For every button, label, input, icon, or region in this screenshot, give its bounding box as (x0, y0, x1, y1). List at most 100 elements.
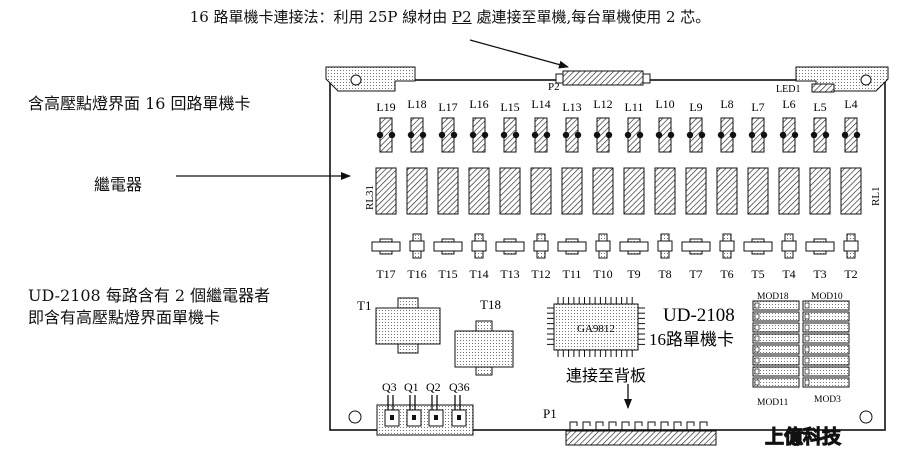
relay-row (375, 167, 862, 215)
triac-label-t16: T16 (407, 267, 426, 281)
triac-label-t3: T3 (813, 267, 826, 281)
triac-label-t11: T11 (563, 267, 582, 281)
note-text-after: 處連接至單機,每台單機使用 2 芯。 (471, 8, 711, 26)
mod-module (752, 311, 800, 322)
relay-part (499, 167, 521, 215)
mod-module (802, 366, 850, 377)
triac-label-t10: T10 (593, 267, 612, 281)
chip-label: GA9812 (577, 323, 615, 335)
triac-label-t2: T2 (844, 267, 857, 281)
triac-part (743, 241, 773, 252)
triac-label-t7: T7 (689, 267, 702, 281)
model-label: UD-2108 (663, 305, 735, 326)
triac-label-t4: T4 (782, 267, 795, 281)
relay-part (716, 167, 738, 215)
relay-part (623, 167, 645, 215)
mod-module (802, 311, 850, 322)
lamp-label-l19: L19 (376, 100, 395, 114)
triac-label-t17: T17 (376, 267, 395, 281)
bracket-top-left (325, 66, 416, 92)
mod-module (802, 322, 850, 333)
mod-module (752, 344, 800, 355)
led1-label: LED1 (776, 84, 800, 95)
relay-part (778, 167, 800, 215)
q1-label: Q1 (404, 380, 419, 394)
mod11-label: MOD11 (757, 398, 789, 408)
q2-label: Q2 (426, 380, 441, 394)
mod-module (802, 377, 850, 388)
lamp-label-l17: L17 (438, 100, 457, 114)
lamp-label-l18: L18 (407, 97, 426, 111)
note-text-before: 16 路單機卡連接法：利用 25P 線材由 (189, 8, 453, 26)
lamp-label-l12: L12 (593, 97, 612, 111)
relay-part (406, 167, 428, 215)
p1-connector (565, 430, 717, 446)
lamp-label-l16: L16 (469, 97, 488, 111)
triac-label-t13: T13 (500, 267, 519, 281)
mod18-label: MOD18 (757, 292, 789, 302)
mod-module (802, 344, 850, 355)
relay-part (840, 167, 862, 215)
triac-part (433, 241, 463, 252)
t18-transformer (454, 330, 514, 368)
lamp-label-l5: L5 (813, 100, 826, 114)
relay-part (561, 167, 583, 215)
q3-label: Q3 (382, 380, 397, 394)
mod-module (802, 300, 850, 311)
ga9812-chip (553, 303, 639, 351)
rl1-label: RL1 (870, 186, 882, 206)
lamp-label-l4: L4 (844, 97, 857, 111)
relay-part (809, 167, 831, 215)
description-line-2: 即含有高壓點燈界面單機卡 (28, 308, 221, 327)
p1-label: P1 (543, 406, 557, 421)
mod-module (752, 322, 800, 333)
triac-part (557, 241, 587, 252)
model-sub-label: 16路單機卡 (649, 330, 734, 349)
relay-part (437, 167, 459, 215)
mod-module (752, 366, 800, 377)
relay-part (685, 167, 707, 215)
mod-module (802, 333, 850, 344)
triac-part (371, 241, 401, 252)
mod-module-block (752, 300, 850, 388)
mod-module (752, 377, 800, 388)
triac-label-t5: T5 (751, 267, 764, 281)
relay-part (530, 167, 552, 215)
lamp-label-l15: L15 (500, 100, 519, 114)
lamp-label-l7: L7 (751, 100, 764, 114)
relay-part (747, 167, 769, 215)
lamp-label-l6: L6 (782, 97, 795, 111)
mount-hole (859, 410, 873, 424)
mount-hole (860, 74, 872, 86)
lamp-label-l14: L14 (531, 97, 550, 111)
description-line-1: UD-2108 每路含有 2 個繼電器者 (28, 286, 271, 305)
triac-part (495, 241, 525, 252)
card-title-label: 含高壓點燈界面 16 回路單機卡 (28, 94, 251, 113)
lamp-component-row (376, 117, 861, 153)
mod-module (752, 355, 800, 366)
lamp-label-l8: L8 (720, 97, 733, 111)
relay-part (592, 167, 614, 215)
triac-label-t8: T8 (658, 267, 671, 281)
t1-transformer (375, 307, 441, 345)
mod-module (752, 300, 800, 311)
backplane-label: 連接至背板 (566, 367, 646, 385)
relay-label: 繼電器 (94, 175, 143, 194)
mod-module (752, 333, 800, 344)
note-p2-highlight: P2 (452, 8, 472, 26)
lamp-label-l13: L13 (562, 100, 581, 114)
t18-label: T18 (480, 297, 501, 312)
relay-part (375, 167, 397, 215)
mod3-label: MOD3 (814, 395, 841, 405)
triac-label-t6: T6 (720, 267, 733, 281)
triac-part (681, 241, 711, 252)
lamp-label-l10: L10 (655, 97, 674, 111)
brand-logo: 上億科技 (765, 425, 842, 448)
mount-hole (348, 410, 362, 424)
led1-part (811, 83, 835, 93)
transistor-block (376, 395, 474, 436)
